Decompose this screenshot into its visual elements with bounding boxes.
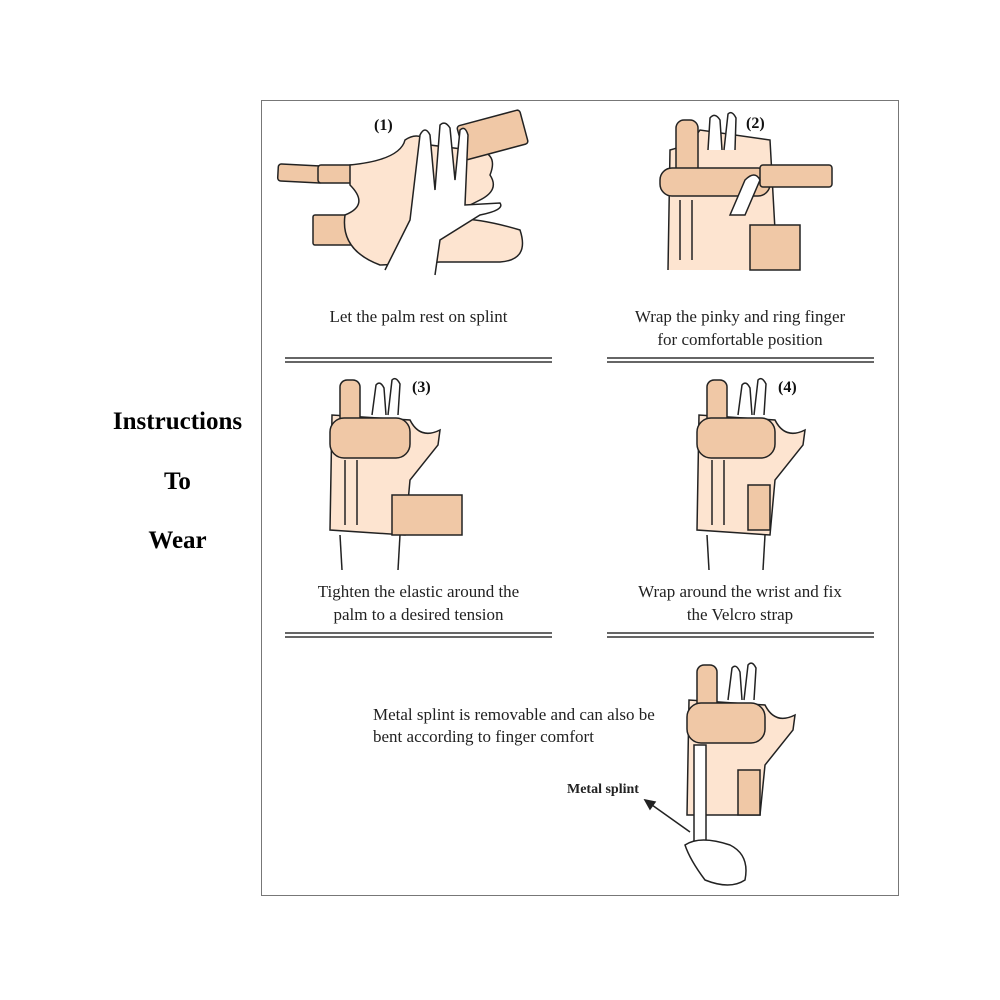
metal-splint-label: Metal splint: [567, 782, 639, 797]
step-3-illustration: (3): [329, 377, 463, 571]
divider: [285, 357, 552, 363]
step-2-number: (2): [746, 115, 765, 132]
step-1-caption-line: Let the palm rest on splint: [329, 307, 508, 326]
step-2-caption-line-2: for comfortable position: [657, 330, 823, 349]
step-1-illustration: (1): [276, 109, 529, 276]
step-1-caption: Let the palm rest on splint: [285, 305, 552, 328]
step-4-caption-line-1: Wrap around the wrist and fix: [638, 582, 842, 601]
title-line-3: Wear: [148, 527, 207, 554]
step-2-caption-line-1: Wrap the pinky and ring finger: [634, 307, 846, 326]
metal-splint-note: Metal splint is removable and can also b…: [373, 705, 655, 746]
step-4-illustration: (4): [696, 377, 806, 571]
title-line-1: Instructions: [112, 408, 243, 435]
step-2-caption: Wrap the pinky and ring finger for comfor…: [600, 305, 880, 351]
title-line-2: To: [164, 468, 191, 495]
step-3-caption: Tighten the elastic around the palm to a …: [280, 580, 557, 626]
instructions-frame: [261, 100, 899, 896]
metal-splint-illustration: [643, 662, 796, 886]
divider: [607, 632, 874, 638]
step-2-illustration: (2): [659, 111, 833, 271]
step-3-caption-line-2: palm to a desired tension: [333, 605, 504, 624]
step-3-number: (3): [412, 379, 431, 396]
step-3-caption-line-1: Tighten the elastic around the: [317, 582, 520, 601]
step-4-caption-line-2: the Velcro strap: [686, 605, 794, 624]
step-4-number: (4): [778, 379, 797, 396]
divider: [285, 632, 552, 638]
step-1-number: (1): [374, 117, 393, 134]
step-4-caption: Wrap around the wrist and fix the Velcro …: [600, 580, 880, 626]
divider: [607, 357, 874, 363]
